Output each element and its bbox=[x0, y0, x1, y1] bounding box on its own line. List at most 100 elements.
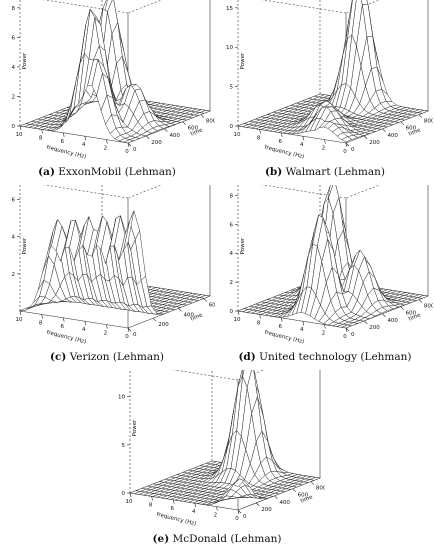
y-tick bbox=[178, 308, 182, 312]
z-tick-label: 0 bbox=[230, 124, 234, 130]
x-tick bbox=[345, 142, 348, 148]
x-tick-label: 6 bbox=[278, 324, 282, 330]
y-tick bbox=[203, 298, 207, 302]
y-tick bbox=[146, 135, 150, 140]
x-tick-label: 8 bbox=[149, 502, 153, 508]
z-tick-label: 4 bbox=[12, 65, 16, 71]
caption-text: McDonald (Lehman) bbox=[172, 533, 282, 545]
x-axis-label: frequency (Hz) bbox=[264, 145, 305, 161]
z-tick-label: 0 bbox=[12, 124, 16, 130]
x-tick bbox=[127, 142, 130, 148]
y-tick-label: 800 bbox=[206, 119, 215, 125]
caption-label: (a) bbox=[38, 166, 55, 178]
x-tick bbox=[280, 317, 283, 322]
y-tick-label: 600 bbox=[188, 126, 199, 132]
x-tick bbox=[324, 324, 326, 329]
x-tick bbox=[127, 327, 130, 333]
x-tick-label: 0 bbox=[125, 149, 129, 155]
caption-d: (d) United technology (Lehman) bbox=[220, 351, 430, 363]
z-axis-label: Power bbox=[240, 52, 246, 69]
x-tick bbox=[345, 327, 348, 333]
x-tick-label: 10 bbox=[16, 132, 23, 138]
x-tick bbox=[41, 129, 43, 134]
z-tick-label: 2 bbox=[12, 272, 16, 278]
y-axis-label: time bbox=[190, 312, 204, 322]
x-axis-label: frequency (Hz) bbox=[46, 330, 87, 346]
box-top bbox=[261, 0, 381, 14]
x-tick-label: 8 bbox=[39, 135, 43, 141]
y-tick-label: 200 bbox=[151, 140, 162, 146]
z-tick-label: 0 bbox=[230, 309, 234, 315]
z-tick-label: 6 bbox=[12, 198, 16, 204]
y-tick bbox=[153, 317, 157, 322]
y-tick bbox=[364, 135, 368, 140]
y-tick bbox=[127, 327, 132, 332]
caption-text: ExxonMobil (Lehman) bbox=[58, 166, 176, 178]
x-tick-label: 6 bbox=[170, 506, 174, 512]
surface-mesh bbox=[129, 370, 321, 505]
x-axis-label: frequency (Hz) bbox=[156, 512, 197, 528]
surface-cell bbox=[237, 308, 250, 312]
y-tick-label: 200 bbox=[369, 140, 380, 146]
y-tick bbox=[256, 502, 260, 507]
y-tick-label: 200 bbox=[369, 325, 380, 331]
box-top bbox=[43, 185, 163, 199]
y-tick-label: 600 bbox=[406, 311, 417, 317]
x-tick bbox=[129, 492, 132, 498]
surface-mesh bbox=[19, 210, 211, 315]
y-tick bbox=[364, 320, 368, 325]
x-tick bbox=[259, 314, 261, 319]
x-tick-label: 4 bbox=[82, 142, 86, 148]
z-tick-label: 2 bbox=[230, 280, 234, 286]
y-tick bbox=[418, 299, 423, 303]
caption-a: (a) ExxonMobil (Lehman) bbox=[2, 166, 212, 178]
y-tick bbox=[127, 142, 132, 147]
z-tick-label: 4 bbox=[12, 235, 16, 241]
x-tick bbox=[237, 310, 240, 316]
x-tick bbox=[62, 132, 65, 137]
caption-e: (e) McDonald (Lehman) bbox=[112, 533, 322, 545]
x-tick bbox=[302, 321, 305, 326]
x-tick bbox=[62, 317, 65, 322]
y-tick-label: 0 bbox=[351, 147, 355, 153]
z-tick-label: 6 bbox=[230, 222, 234, 228]
y-tick-label: 200 bbox=[261, 507, 272, 513]
surface-cell bbox=[237, 123, 250, 127]
y-tick-label: 400 bbox=[183, 312, 194, 318]
caption-label: (b) bbox=[264, 166, 283, 178]
y-tick-label: 0 bbox=[133, 147, 137, 153]
y-tick-label: 400 bbox=[387, 318, 398, 324]
surface-mesh bbox=[19, 0, 211, 144]
y-tick-label: 600 bbox=[209, 302, 215, 308]
x-tick-label: 10 bbox=[126, 499, 133, 505]
y-tick bbox=[310, 481, 315, 485]
y-tick-label: 400 bbox=[387, 133, 398, 139]
x-tick bbox=[84, 321, 87, 326]
x-tick-label: 8 bbox=[39, 320, 43, 326]
z-axis-label: Power bbox=[22, 52, 28, 69]
y-axis-label: time bbox=[190, 127, 204, 137]
x-tick-label: 0 bbox=[343, 149, 347, 155]
z-tick-label: 8 bbox=[230, 193, 234, 199]
y-tick-label: 800 bbox=[424, 119, 433, 125]
x-tick-label: 0 bbox=[125, 334, 129, 340]
x-tick-label: 8 bbox=[257, 135, 261, 141]
surface-cell bbox=[360, 0, 369, 6]
y-tick bbox=[274, 495, 278, 499]
z-tick-label: 15 bbox=[226, 6, 233, 12]
x-tick-label: 4 bbox=[82, 327, 86, 333]
box-top bbox=[172, 370, 265, 381]
x-tick bbox=[151, 496, 153, 501]
z-tick-label: 0 bbox=[122, 491, 126, 497]
x-tick bbox=[194, 503, 197, 508]
y-tick bbox=[382, 313, 386, 317]
y-tick bbox=[382, 128, 386, 132]
z-axis-label: Power bbox=[22, 237, 28, 254]
x-tick bbox=[106, 324, 108, 329]
y-axis-label: time bbox=[408, 127, 422, 137]
